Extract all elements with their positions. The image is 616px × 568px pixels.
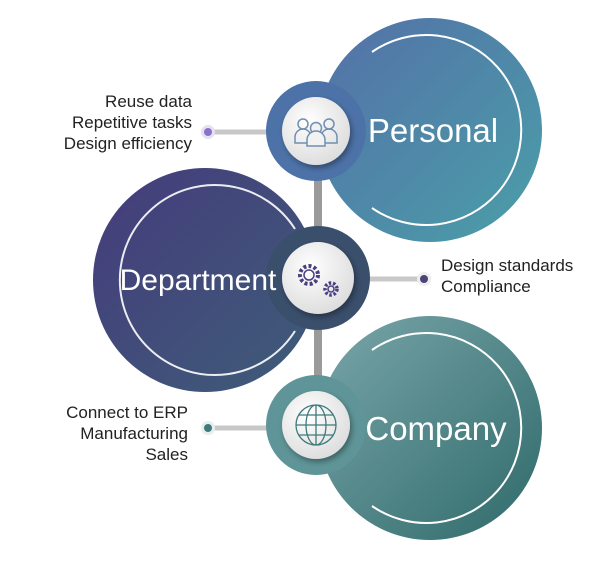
list-item: Repetitive tasks (72, 113, 192, 132)
personal-node (266, 18, 542, 242)
people-icon (294, 118, 338, 147)
list-item: Connect to ERP (66, 403, 188, 422)
department-node (93, 168, 370, 392)
company-node (266, 316, 542, 540)
list-item: Design standards (441, 256, 574, 275)
department-items: Design standards Compliance (441, 255, 573, 297)
globe-icon (295, 404, 337, 446)
personal-title: Personal (368, 112, 498, 149)
list-item: Sales (145, 445, 188, 464)
list-item: Compliance (441, 277, 531, 296)
personal-items: Reuse data Repetitive tasks Design effic… (64, 91, 192, 154)
company-items: Connect to ERP Manufacturing Sales (66, 402, 188, 465)
list-item: Design efficiency (63, 134, 192, 153)
list-item: Reuse data (105, 92, 192, 111)
gears-icon (298, 264, 339, 297)
list-item: Manufacturing (80, 424, 188, 443)
department-title: Department (120, 264, 277, 297)
company-title: Company (365, 410, 507, 447)
